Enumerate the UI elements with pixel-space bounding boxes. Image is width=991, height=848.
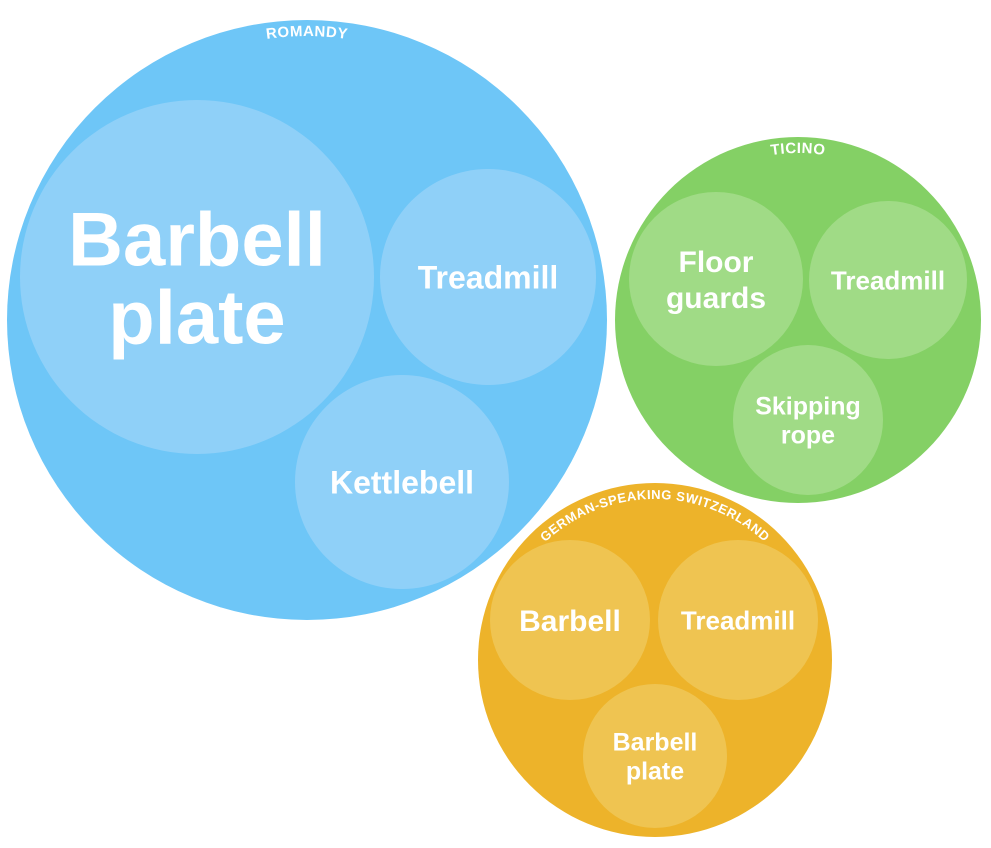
leaf-romandy-kettlebell[interactable]: Kettlebell [295,375,509,589]
leaf-bubble-treadmill[interactable] [658,540,818,700]
leaf-bubble-skipping-rope[interactable] [733,345,883,495]
leaf-label-treadmill: Treadmill [681,605,795,635]
leaf-german-speaking-switzerland-barbell[interactable]: Barbell [490,540,650,700]
leaf-bubble-kettlebell[interactable] [295,375,509,589]
leaf-bubble-barbell-plate[interactable] [583,684,727,828]
leaf-bubble-floor-guards[interactable] [629,192,803,366]
leaf-label-treadmill: Treadmill [418,260,559,296]
leaf-bubble-barbell-plate[interactable] [20,100,374,454]
leaf-bubble-barbell[interactable] [490,540,650,700]
leaf-label-barbell: Barbell [519,605,621,638]
group-label-romandy: ROMANDY [265,23,349,43]
leaf-bubble-treadmill[interactable] [809,201,967,359]
group-label-ticino: TICINO [770,140,827,159]
leaf-romandy-treadmill[interactable]: Treadmill [380,169,596,385]
leaf-ticino-treadmill[interactable]: Treadmill [809,201,967,359]
leaf-label-kettlebell: Kettlebell [330,465,474,501]
leaf-label-treadmill: Treadmill [831,265,945,295]
leaf-german-speaking-switzerland-treadmill[interactable]: Treadmill [658,540,818,700]
leaf-bubble-treadmill[interactable] [380,169,596,385]
